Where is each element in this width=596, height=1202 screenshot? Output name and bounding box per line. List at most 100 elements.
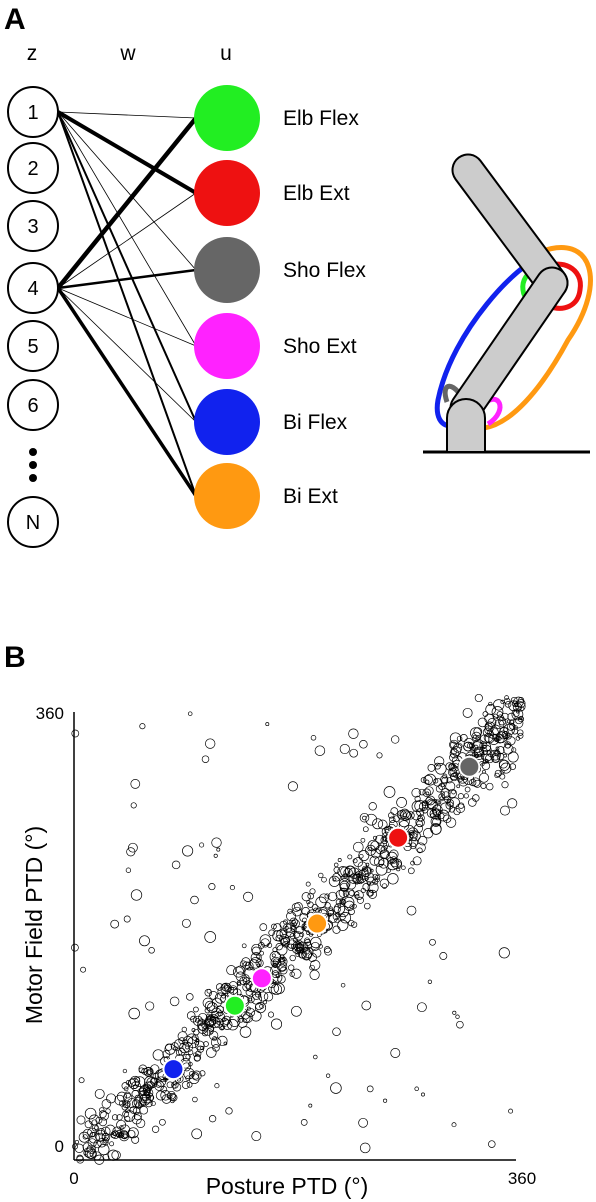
scatter-point — [197, 1018, 205, 1026]
scatter-point — [410, 860, 415, 866]
scatter-point — [414, 800, 426, 812]
scatter-point — [313, 1054, 318, 1060]
scatter-point — [474, 693, 483, 703]
scatter-point — [463, 742, 473, 752]
scatter-point — [330, 1082, 342, 1094]
scatter-point — [102, 1153, 110, 1161]
scatter-point — [229, 885, 235, 891]
scatter-point — [170, 1042, 179, 1051]
scatter-point — [387, 873, 399, 885]
scatter-point — [271, 923, 277, 930]
scatter-point — [493, 699, 505, 711]
scatter-point — [242, 1012, 254, 1023]
scatter-point — [227, 986, 235, 994]
scatter-point — [102, 1139, 109, 1146]
scatter-point — [129, 1075, 141, 1087]
scatter-point — [82, 1134, 88, 1140]
scatter-point — [159, 1118, 166, 1126]
highlight-point-sho-ext — [252, 969, 271, 988]
scatter-point — [406, 905, 417, 916]
scatter-point — [228, 985, 238, 995]
scatter-point — [423, 828, 434, 839]
scatter-point — [373, 856, 385, 868]
scatter-point — [337, 919, 349, 931]
scatter-point — [376, 752, 383, 759]
scatter-point — [485, 704, 497, 715]
scatter-point — [172, 1084, 177, 1089]
scatter-point — [363, 866, 372, 875]
scatter-point — [193, 1006, 199, 1013]
scatter-point — [71, 729, 80, 738]
scatter-point — [78, 1131, 90, 1143]
scatter-point — [500, 699, 505, 705]
scatter-point — [254, 1002, 267, 1014]
scatter-point — [192, 1096, 198, 1103]
scatter-point — [247, 995, 255, 1004]
scatter-point — [250, 952, 262, 964]
scatter-point — [485, 754, 495, 764]
scatter-point — [366, 1085, 374, 1093]
scatter-point — [494, 769, 502, 777]
scatter-point — [110, 1131, 117, 1139]
scatter-point — [150, 1100, 156, 1107]
scatter-point — [72, 1143, 78, 1150]
scatter-point — [451, 789, 456, 795]
scatter-point — [361, 1000, 372, 1011]
scatter-point — [279, 934, 290, 945]
scatter-point — [134, 1076, 146, 1088]
scatter-point — [270, 956, 282, 968]
scatter-point — [123, 1086, 129, 1092]
scatter-point — [364, 902, 371, 910]
scatter-point — [74, 1143, 84, 1153]
scatter-point — [127, 1129, 136, 1139]
scatter-point — [517, 732, 524, 739]
scatter-point — [202, 997, 214, 1009]
scatter-point — [206, 1016, 212, 1022]
scatter-point — [348, 919, 355, 927]
scatter-point — [352, 903, 357, 909]
scatter-point — [513, 696, 524, 708]
scatter-point — [481, 744, 492, 756]
scatter-point — [124, 1115, 131, 1122]
scatter-point — [181, 1026, 187, 1033]
scatter-point — [308, 1103, 313, 1108]
scatter-point — [457, 793, 464, 800]
muscle-label-bi_ext: Bi Ext — [283, 485, 338, 508]
scatter-point — [470, 777, 481, 787]
scatter-point — [80, 966, 87, 973]
scatter-point — [401, 865, 406, 870]
scatter-point — [473, 779, 482, 788]
scatter-point — [457, 743, 463, 749]
scatter-point — [332, 873, 341, 882]
scatter-point — [494, 719, 505, 730]
weight-line — [57, 111, 197, 497]
scatter-point — [449, 753, 458, 762]
scatter-point — [407, 867, 415, 875]
scatter-point — [84, 1147, 97, 1159]
y-tick-min: 0 — [55, 1137, 64, 1156]
scatter-point — [408, 829, 415, 836]
scatter-point — [218, 1024, 226, 1031]
forearm-segment — [453, 155, 567, 298]
scatter-point — [377, 819, 388, 830]
scatter-point — [436, 810, 441, 815]
muscle-node-elb_flex — [194, 85, 260, 151]
scatter-point — [144, 1099, 153, 1108]
scatter-point — [445, 762, 454, 771]
scatter-point — [501, 781, 509, 789]
scatter-point — [469, 778, 477, 787]
scatter-point — [339, 912, 352, 924]
scatter-point — [365, 862, 370, 867]
scatter-point — [211, 837, 222, 848]
scatter-point — [116, 1119, 127, 1130]
z-node-circle — [7, 496, 59, 548]
scatter-point — [289, 933, 296, 940]
scatter-point — [414, 795, 421, 802]
scatter-point — [143, 1088, 154, 1098]
scatter-point — [208, 1030, 219, 1041]
scatter-point — [457, 802, 465, 809]
scatter-point — [378, 859, 385, 866]
z-node-circle — [7, 379, 59, 431]
scatter-point — [509, 763, 517, 770]
